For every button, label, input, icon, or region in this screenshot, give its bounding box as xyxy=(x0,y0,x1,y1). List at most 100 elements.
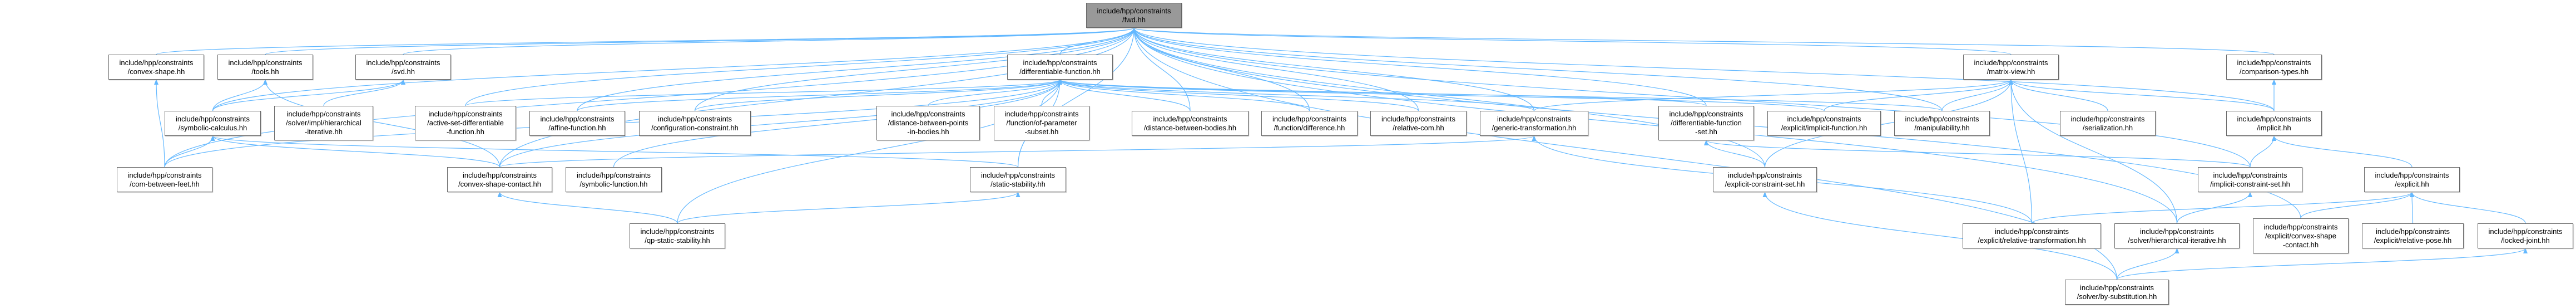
node-label: include/hpp/constraints /symbolic-functi… xyxy=(577,170,651,188)
node-distance-between-points[interactable]: include/hpp/constraints /distance-betwee… xyxy=(876,106,980,140)
node-label: include/hpp/constraints /differentiable-… xyxy=(1669,110,1743,136)
edge-manipulability-to-differentiable-function xyxy=(1058,79,1943,111)
node-label: include/hpp/constraints /com-between-fee… xyxy=(127,170,202,188)
node-label: include/hpp/constraints /affine-function… xyxy=(540,114,615,132)
node-symbolic-function[interactable]: include/hpp/constraints /symbolic-functi… xyxy=(566,167,662,192)
node-locked-joint[interactable]: include/hpp/constraints /locked-joint.hh xyxy=(2478,223,2573,248)
edge-qp-static-stability-to-static-stability xyxy=(677,192,1021,224)
node-implicit-constraint-set[interactable]: include/hpp/constraints /implicit-constr… xyxy=(2198,167,2302,192)
node-label: include/hpp/constraints /fwd.hh xyxy=(1097,6,1171,24)
edge-solver-impl-hierarchical-iterative-to-svd xyxy=(323,79,405,106)
edge-explicit-implicit-function-to-matrix-view xyxy=(1824,79,2013,111)
node-label: include/hpp/constraints /explicit-constr… xyxy=(1725,170,1805,188)
edge-solver-hierarchical-iterative-to-fwd xyxy=(1132,27,2178,224)
edge-locked-joint-to-explicit xyxy=(2410,192,2526,224)
edge-distance-between-points-to-differentiable-function xyxy=(928,79,1062,106)
node-explicit-implicit-function[interactable]: include/hpp/constraints /explicit/implic… xyxy=(1767,111,1881,136)
node-convex-shape-contact[interactable]: include/hpp/constraints /convex-shape-co… xyxy=(447,167,552,192)
node-differentiable-function-set[interactable]: include/hpp/constraints /differentiable-… xyxy=(1658,106,1754,140)
edge-svd-to-fwd xyxy=(403,27,1136,55)
edge-by-substitution-to-solver-hierarchical-iterative xyxy=(2116,248,2179,280)
node-label: include/hpp/constraints /explicit/convex… xyxy=(2263,222,2338,249)
node-label: include/hpp/constraints /convex-shape-co… xyxy=(458,170,541,188)
node-difference[interactable]: include/hpp/constraints /function/differ… xyxy=(1261,111,1358,136)
edge-relative-com-to-differentiable-function xyxy=(1058,79,1419,111)
edge-explicit-convex-shape-contact-to-explicit xyxy=(2300,192,2414,219)
node-label: include/hpp/constraints /qp-static-stabi… xyxy=(640,227,715,245)
node-fwd: include/hpp/constraints /fwd.hh xyxy=(1086,3,1182,28)
edge-convex-shape-contact-to-generic-transformation xyxy=(499,135,1536,168)
edge-solver-hierarchical-iterative-to-implicit-constraint-set xyxy=(2176,192,2252,224)
node-active-set[interactable]: include/hpp/constraints /active-set-diff… xyxy=(415,106,516,140)
edge-differentiable-function-set-to-differentiable-function xyxy=(1058,79,1707,106)
node-manipulability[interactable]: include/hpp/constraints /manipulability.… xyxy=(1894,111,1990,136)
node-solver-impl-hierarchical-iterative[interactable]: include/hpp/constraints /solver/impl/hie… xyxy=(274,106,373,140)
edge-affine-function-to-differentiable-function xyxy=(577,79,1062,111)
node-explicit[interactable]: include/hpp/constraints /explicit.hh xyxy=(2364,167,2460,192)
node-comparison-types[interactable]: include/hpp/constraints /comparison-type… xyxy=(2226,55,2322,80)
node-static-stability[interactable]: include/hpp/constraints /static-stabilit… xyxy=(970,167,1066,192)
node-label: include/hpp/constraints /configuration-c… xyxy=(651,114,739,132)
node-label: include/hpp/constraints /locked-joint.hh xyxy=(2488,227,2563,245)
edge-explicit-constraint-set-to-matrix-view xyxy=(1764,79,2013,168)
edge-active-set-to-differentiable-function xyxy=(465,79,1062,106)
node-label: include/hpp/constraints /explicit/relati… xyxy=(2374,227,2452,245)
node-explicit-convex-shape-contact[interactable]: include/hpp/constraints /explicit/convex… xyxy=(2253,218,2349,253)
edge-symbolic-function-to-differentiable-function xyxy=(613,79,1062,168)
node-com-between-feet[interactable]: include/hpp/constraints /com-between-fee… xyxy=(117,167,212,192)
node-affine-function[interactable]: include/hpp/constraints /affine-function… xyxy=(529,111,625,136)
edge-differentiable-function-set-to-fwd xyxy=(1132,27,1707,106)
edge-implicit-constraint-set-to-implicit xyxy=(2250,135,2276,168)
node-serialization[interactable]: include/hpp/constraints /serialization.h… xyxy=(2060,111,2156,136)
node-symbolic-calculus[interactable]: include/hpp/constraints /symbolic-calcul… xyxy=(165,111,261,136)
edge-solver-hierarchical-iterative-to-matrix-view xyxy=(2009,79,2178,224)
node-label: include/hpp/constraints /implicit.hh xyxy=(2237,114,2311,132)
node-label: include/hpp/constraints /function/differ… xyxy=(1272,114,1346,132)
node-convex-shape[interactable]: include/hpp/constraints /convex-shape.hh xyxy=(108,55,204,80)
edge-convex-shape-contact-to-tools xyxy=(263,79,501,168)
node-relative-com[interactable]: include/hpp/constraints /relative-com.hh xyxy=(1370,111,1467,136)
node-label: include/hpp/constraints /manipulability.… xyxy=(1905,114,1979,132)
edge-serialization-to-matrix-view xyxy=(2009,79,2108,111)
node-explicit-relative-transformation[interactable]: include/hpp/constraints /explicit/relati… xyxy=(1963,223,2101,248)
node-solver-hierarchical-iterative[interactable]: include/hpp/constraints /solver/hierarch… xyxy=(2114,223,2240,248)
node-label: include/hpp/constraints /explicit/implic… xyxy=(1781,114,1867,132)
node-label: include/hpp/constraints /differentiable-… xyxy=(1019,58,1101,76)
edge-by-substitution-to-explicit-constraint-set xyxy=(1762,192,2118,280)
node-differentiable-function[interactable]: include/hpp/constraints /differentiable-… xyxy=(1007,55,1113,80)
node-distance-between-bodies[interactable]: include/hpp/constraints /distance-betwee… xyxy=(1132,111,1249,136)
edge-explicit-to-implicit xyxy=(2272,135,2412,168)
node-label: include/hpp/constraints /explicit.hh xyxy=(2375,170,2449,188)
node-label: include/hpp/constraints /comparison-type… xyxy=(2237,58,2311,76)
edge-affine-function-to-fwd xyxy=(577,27,1136,111)
node-label: include/hpp/constraints /distance-betwee… xyxy=(888,110,969,136)
node-label: include/hpp/constraints /svd.hh xyxy=(366,58,440,76)
node-label: include/hpp/constraints /distance-betwee… xyxy=(1143,114,1237,132)
node-explicit-constraint-set[interactable]: include/hpp/constraints /explicit-constr… xyxy=(1713,167,1817,192)
edge-qp-static-stability-to-convex-shape-contact xyxy=(497,192,678,224)
edge-relative-com-to-fwd xyxy=(1132,27,1419,111)
edge-com-between-feet-to-convex-shape xyxy=(154,79,165,168)
node-generic-transformation[interactable]: include/hpp/constraints /generic-transfo… xyxy=(1480,111,1588,136)
node-of-parameter-subset[interactable]: include/hpp/constraints /function/of-par… xyxy=(994,106,1089,140)
node-implicit[interactable]: include/hpp/constraints /implicit.hh xyxy=(2226,111,2322,136)
edge-com-between-feet-to-fwd xyxy=(164,27,1136,168)
node-tools[interactable]: include/hpp/constraints /tools.hh xyxy=(217,55,313,80)
node-qp-static-stability[interactable]: include/hpp/constraints /qp-static-stabi… xyxy=(630,223,725,248)
node-by-substitution[interactable]: include/hpp/constraints /solver/by-subst… xyxy=(2065,280,2169,305)
node-configuration-constraint[interactable]: include/hpp/constraints /configuration-c… xyxy=(639,111,751,136)
edge-symbolic-calculus-to-fwd xyxy=(212,27,1136,111)
edge-symbolic-calculus-to-tools xyxy=(212,79,267,111)
edge-convex-shape-contact-to-fwd xyxy=(499,27,1136,168)
node-label: include/hpp/constraints /active-set-diff… xyxy=(427,110,504,136)
node-label: include/hpp/constraints /solver/impl/hie… xyxy=(286,110,361,136)
node-label: include/hpp/constraints /solver/by-subst… xyxy=(2077,283,2157,301)
edge-implicit-constraint-set-to-differentiable-function-set xyxy=(1704,140,2251,168)
edge-static-stability-to-symbolic-calculus xyxy=(210,135,1019,168)
node-label: include/hpp/constraints /function/of-par… xyxy=(1004,110,1079,136)
node-svd[interactable]: include/hpp/constraints /svd.hh xyxy=(355,55,451,80)
node-explicit-relative-pose[interactable]: include/hpp/constraints /explicit/relati… xyxy=(2362,223,2464,248)
node-matrix-view[interactable]: include/hpp/constraints /matrix-view.hh xyxy=(1963,55,2059,80)
